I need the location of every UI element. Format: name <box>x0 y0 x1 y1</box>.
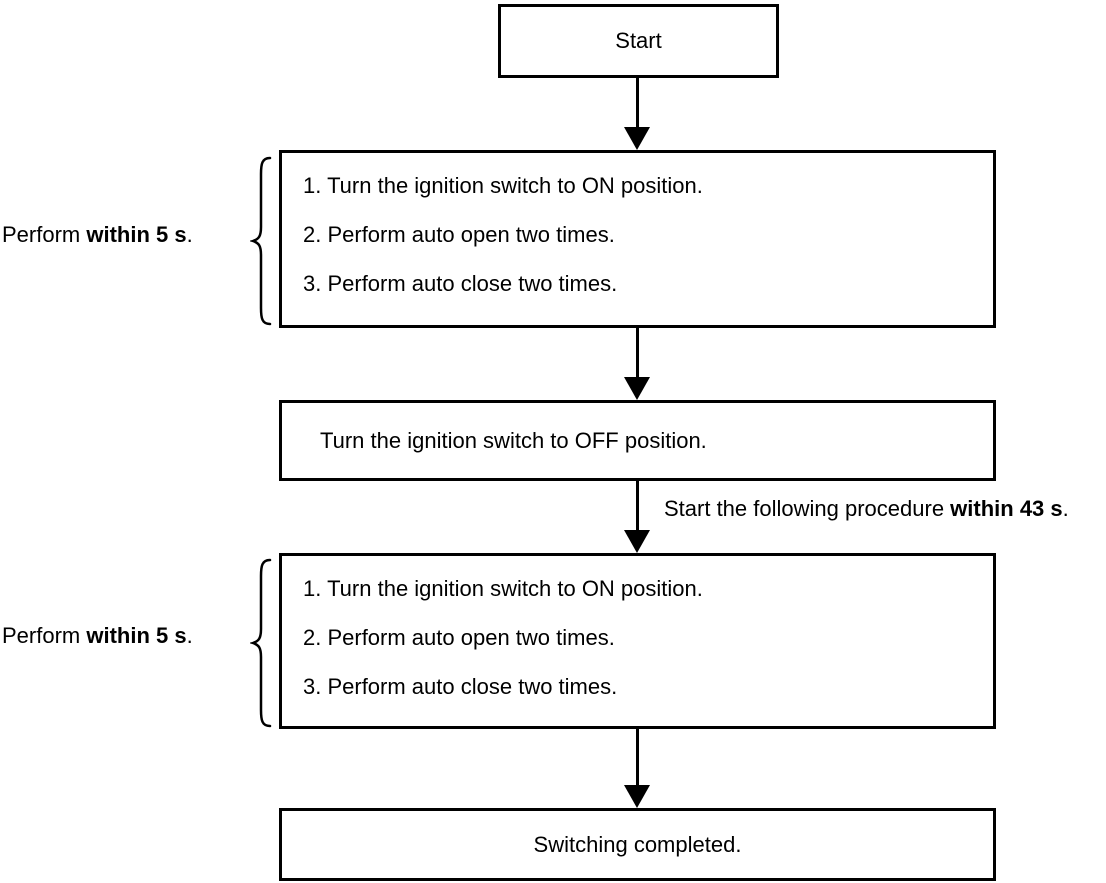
procedure-box-2-step-2: 2. Perform auto open two times. <box>303 625 615 650</box>
timing-label-2-bold: within 5 s <box>86 623 187 648</box>
completion-box: Switching completed. <box>279 808 996 881</box>
arrow-down-3-stem <box>636 481 639 533</box>
arrow-down-4-stem <box>636 729 639 787</box>
procedure-box-2: 1. Turn the ignition switch to ON positi… <box>279 553 996 729</box>
arrow-timing-note-prefix: Start the following procedure <box>664 496 951 521</box>
timing-label-2-prefix: Perform <box>2 623 87 648</box>
timing-label-1-bold: within 5 s <box>86 222 187 247</box>
timing-label-1-suffix: . <box>186 222 193 247</box>
ignition-off-box: Turn the ignition switch to OFF position… <box>279 400 996 481</box>
procedure-box-2-step-3: 3. Perform auto close two times. <box>303 674 618 699</box>
left-curly-brace-1 <box>250 156 272 326</box>
arrow-timing-note: Start the following procedure within 43 … <box>664 495 1069 522</box>
arrow-down-2-head <box>624 377 650 400</box>
procedure-box-1-step-3: 3. Perform auto close two times. <box>303 271 618 296</box>
arrow-down-4-head <box>624 785 650 808</box>
left-curly-brace-2 <box>250 558 272 728</box>
start-box: Start <box>498 4 779 78</box>
procedure-box-2-step-1: 1. Turn the ignition switch to ON positi… <box>303 576 703 601</box>
arrow-down-3-head <box>624 530 650 553</box>
procedure-box-1-step-2: 2. Perform auto open two times. <box>303 222 615 247</box>
ignition-off-box-label: Turn the ignition switch to OFF position… <box>320 427 707 453</box>
arrow-down-1-stem <box>636 76 639 130</box>
timing-label-1-prefix: Perform <box>2 222 87 247</box>
arrow-timing-note-suffix: . <box>1062 496 1069 521</box>
arrow-timing-note-bold: within 43 s <box>950 496 1063 521</box>
procedure-box-1-step-1: 1. Turn the ignition switch to ON positi… <box>303 173 703 198</box>
procedure-box-1: 1. Turn the ignition switch to ON positi… <box>279 150 996 328</box>
arrow-down-2-stem <box>636 328 639 380</box>
timing-label-1: Perform within 5 s. <box>2 221 193 248</box>
timing-label-2: Perform within 5 s. <box>2 622 193 649</box>
timing-label-2-suffix: . <box>186 623 193 648</box>
arrow-down-1-head <box>624 127 650 150</box>
start-box-label: Start <box>615 28 662 53</box>
completion-box-label: Switching completed. <box>533 831 742 857</box>
